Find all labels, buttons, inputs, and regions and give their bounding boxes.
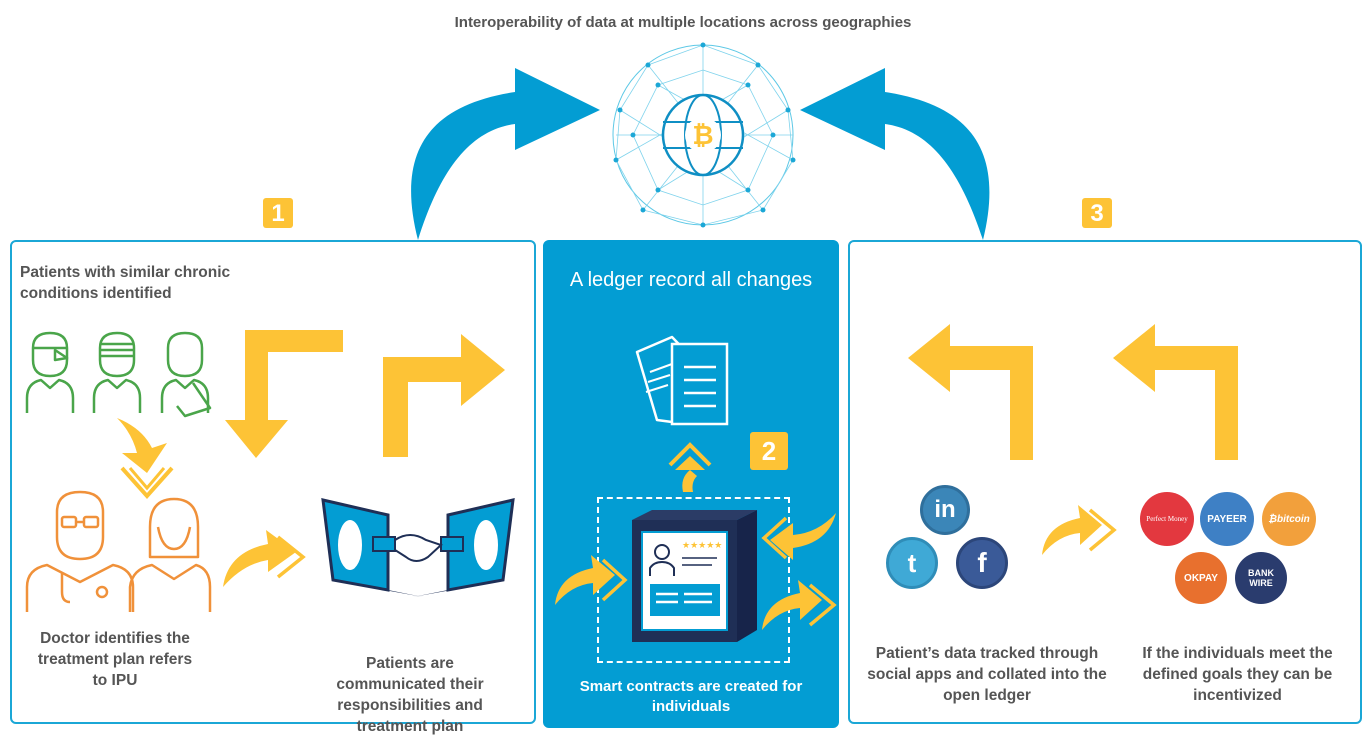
bitcoin-pay-label: bitcoin bbox=[1277, 513, 1310, 525]
bank-wire-icon: BANK WIRE bbox=[1235, 552, 1287, 604]
bank-wire-line-2: WIRE bbox=[1249, 578, 1273, 588]
step-1-panel bbox=[10, 240, 536, 724]
curved-arrow-right bbox=[223, 530, 306, 587]
diagram-title: Interoperability of data at multiple loc… bbox=[454, 14, 912, 31]
incentive-label: If the individuals meet the defined goal… bbox=[1142, 645, 1333, 704]
doctor-icon bbox=[25, 490, 212, 612]
down-chevron-arrow bbox=[117, 418, 174, 500]
step-3-badge: 3 bbox=[1082, 198, 1112, 228]
svg-text:★★★★★: ★★★★★ bbox=[682, 540, 722, 550]
globe-network-icon: ₿ bbox=[612, 42, 796, 228]
bitcoin-pay-icon: ₿bitcoin bbox=[1262, 492, 1316, 546]
patients-identified-label: Patients with similar chronic conditions… bbox=[20, 264, 231, 302]
payeer-icon: PAYEER bbox=[1200, 492, 1254, 546]
bank-wire-line-1: BANK bbox=[1248, 568, 1274, 578]
doctor-treatment-label: Doctor identifies the treatment plan ref… bbox=[37, 630, 193, 689]
curved-arrow-social-to-pay bbox=[1042, 505, 1117, 555]
curved-arrow-in-right bbox=[761, 513, 836, 560]
bitcoin-icon: ₿ bbox=[692, 120, 713, 150]
smart-contract-cube-icon: ★★★★★ bbox=[632, 510, 757, 642]
social-tracking-label: Patient’s data tracked through social ap… bbox=[867, 645, 1107, 704]
twitter-icon: t bbox=[886, 537, 938, 589]
patients-communicated-label: Patients are communicated their responsi… bbox=[336, 655, 484, 735]
curved-arrow-out-right bbox=[762, 580, 837, 630]
elbow-arrow-left-2 bbox=[1113, 324, 1238, 460]
elbow-arrow-right bbox=[383, 334, 505, 457]
patient-icon bbox=[25, 331, 212, 418]
step-3-panel bbox=[848, 240, 1362, 724]
okpay-icon: OKPAY bbox=[1175, 552, 1227, 604]
documents-icon bbox=[635, 335, 729, 426]
elbow-arrow-left-1 bbox=[908, 324, 1033, 460]
linkedin-icon: in bbox=[920, 485, 970, 535]
curved-arrow-in-left bbox=[555, 555, 628, 605]
up-chevron-arrow bbox=[668, 442, 712, 492]
elbow-arrow-down bbox=[225, 330, 343, 458]
facebook-icon: f bbox=[956, 537, 1008, 589]
smart-contracts-caption: Smart contracts are created for individu… bbox=[579, 678, 803, 715]
perfect-money-icon: Perfect Money bbox=[1140, 492, 1194, 546]
ledger-title: A ledger record all changes bbox=[569, 269, 813, 291]
handshake-laptop-icon bbox=[321, 498, 515, 597]
step-1-badge: 1 bbox=[263, 198, 293, 228]
step-2-badge: 2 bbox=[750, 432, 788, 470]
